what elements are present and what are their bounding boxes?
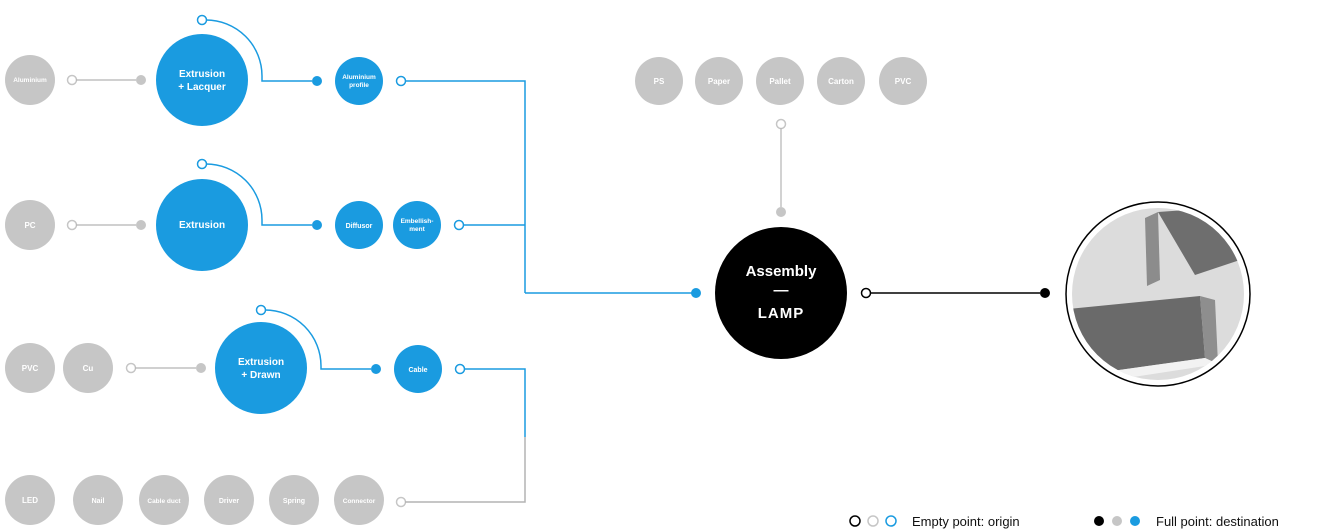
process-label: Extrusion [179, 220, 225, 231]
component-spring [269, 475, 319, 525]
row-components: LED Nail Cable duct Driver Spring Connec… [5, 437, 526, 525]
origin-point [775, 118, 787, 130]
legend-full-gray [1112, 516, 1122, 526]
packaging-pvc-label: PVC [895, 77, 912, 86]
packaging-carton-label: Carton [828, 77, 854, 86]
process-extrusion-lacquer [156, 34, 248, 126]
process-label-line2: + Drawn [241, 370, 280, 381]
connector-line [464, 368, 526, 437]
component-cable-duct-label: Cable duct [147, 498, 181, 505]
component-led [5, 475, 55, 525]
packaging-paper [695, 57, 743, 105]
destination-point [196, 363, 206, 373]
row-pc: PC Extrusion Diffusor Embellish- ment [5, 158, 525, 271]
connector-line [405, 80, 526, 293]
component-connector [334, 475, 384, 525]
packaging-pallet [756, 57, 804, 105]
component-driver [204, 475, 254, 525]
material-pvc-label: PVC [22, 364, 39, 373]
assembly-title: Assembly [746, 263, 818, 280]
row-pvc-cu: PVC Cu Extrusion + Drawn Cable [5, 304, 526, 437]
packaging-pvc [879, 57, 927, 105]
legend: Empty point: origin Full point: destinat… [849, 514, 1279, 529]
legend-empty-blue [885, 515, 897, 527]
origin-point [395, 75, 407, 87]
connector-line [264, 309, 371, 370]
packaging-group: PS Paper Pallet Carton PVC [635, 57, 927, 217]
destination-point [136, 75, 146, 85]
legend-empty-label: Empty point: origin [912, 514, 1020, 529]
part-embellishment-line1: Embellish- [401, 218, 434, 225]
row-aluminium: Aluminium Extrusion + Lacquer Aluminium … [5, 14, 526, 293]
legend-empty-black [849, 515, 861, 527]
destination-point [312, 220, 322, 230]
material-pvc [5, 343, 55, 393]
component-nail-label: Nail [92, 498, 105, 505]
origin-point [454, 363, 466, 375]
part-diffusor-label: Diffusor [346, 223, 373, 230]
component-cable-duct [139, 475, 189, 525]
part-aluminium-profile [335, 57, 383, 105]
packaging-carton [817, 57, 865, 105]
origin-point [860, 287, 872, 299]
destination-point [691, 288, 701, 298]
material-pc-label: PC [24, 221, 35, 230]
assembly-node: Assembly — LAMP [715, 227, 847, 359]
connector-line [205, 19, 312, 82]
material-aluminium-label: Aluminium [13, 77, 47, 84]
packaging-ps [635, 57, 683, 105]
origin-point [196, 14, 208, 26]
destination-point [776, 207, 786, 217]
part-cable [394, 345, 442, 393]
destination-point [1040, 288, 1050, 298]
part-label-line1: Aluminium [342, 74, 376, 81]
material-pc [5, 200, 55, 250]
lamp-logo: LAMP [758, 305, 805, 322]
legend-full-blue [1130, 516, 1140, 526]
destination-point [371, 364, 381, 374]
part-cable-label: Cable [408, 367, 427, 374]
component-nail [73, 475, 123, 525]
legend-full-label: Full point: destination [1156, 514, 1279, 529]
origin-point [66, 74, 78, 86]
assembly-separator: — [774, 282, 789, 299]
component-driver-label: Driver [219, 498, 240, 505]
process-extrusion [156, 179, 248, 271]
component-connector-label: Connector [343, 498, 376, 505]
assembly-circle [715, 227, 847, 359]
material-cu [63, 343, 113, 393]
destination-point [312, 76, 322, 86]
product-photo-icon [1065, 201, 1251, 387]
destination-point [136, 220, 146, 230]
origin-point [395, 496, 407, 508]
process-label-line2: + Lacquer [178, 82, 226, 93]
origin-point [196, 158, 208, 170]
legend-empty-gray [867, 515, 879, 527]
origin-point [453, 219, 465, 231]
part-label-line2: profile [349, 82, 369, 89]
process-label-line1: Extrusion [238, 357, 284, 368]
part-embellishment [393, 201, 441, 249]
legend-full-black [1094, 516, 1104, 526]
material-cu-label: Cu [83, 364, 94, 373]
origin-point [66, 219, 78, 231]
component-led-label: LED [22, 496, 38, 505]
origin-point [125, 362, 137, 374]
connector-line [405, 437, 526, 503]
packaging-paper-label: Paper [708, 77, 730, 86]
packaging-ps-label: PS [654, 77, 665, 86]
origin-point [255, 304, 267, 316]
part-embellishment-line2: ment [409, 226, 425, 233]
process-extrusion-drawn [215, 322, 307, 414]
material-aluminium [5, 55, 55, 105]
component-spring-label: Spring [283, 498, 305, 505]
part-diffusor [335, 201, 383, 249]
packaging-pallet-label: Pallet [769, 77, 791, 86]
process-label-line1: Extrusion [179, 69, 225, 80]
connector-line [205, 163, 312, 226]
